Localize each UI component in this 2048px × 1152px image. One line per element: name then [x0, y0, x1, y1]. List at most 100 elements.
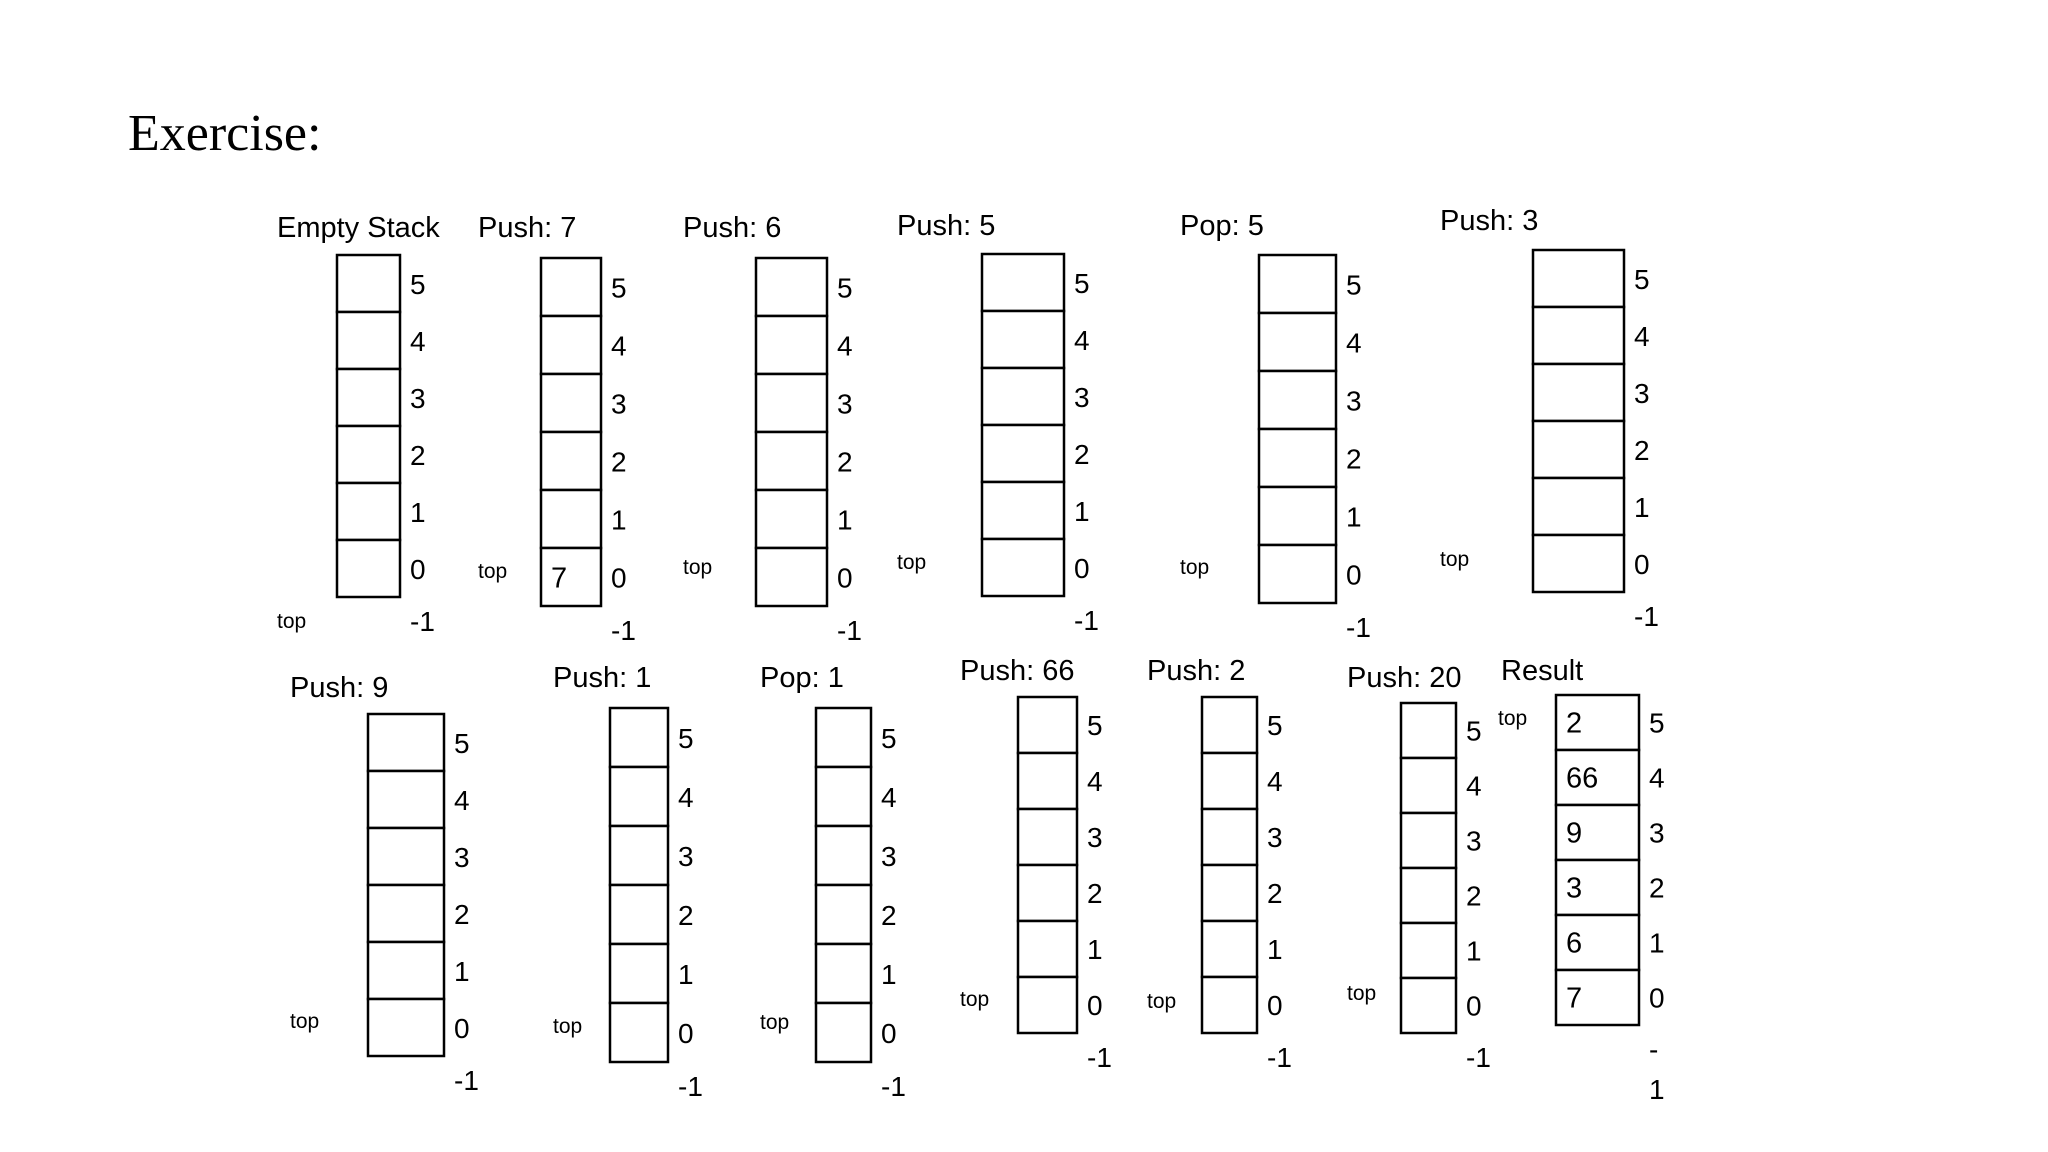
index-label: 4 — [454, 785, 470, 816]
cell-value: 9 — [1566, 817, 1582, 849]
stack-cell — [335, 367, 402, 428]
under-index-label: -1 — [410, 606, 435, 637]
stack-cell — [1531, 362, 1626, 423]
stack-cell — [539, 314, 603, 376]
index-label: 0 — [1634, 549, 1650, 580]
under-index-label: - — [1649, 1034, 1658, 1065]
stack-cell — [1531, 305, 1626, 366]
index-label: 1 — [1074, 496, 1090, 527]
stack-cell — [1554, 968, 1641, 1027]
index-label: 0 — [1466, 990, 1482, 1021]
index-label: 1 — [881, 959, 897, 990]
stack-cell — [980, 423, 1066, 484]
stack-cell — [754, 488, 829, 550]
index-label: 1 — [454, 956, 470, 987]
index-label: 5 — [410, 269, 426, 300]
stack-cell — [366, 997, 446, 1058]
slide-title: Exercise: — [128, 105, 322, 162]
index-label: 5 — [1466, 715, 1482, 746]
stack-cell — [335, 253, 402, 314]
stack-cell — [366, 883, 446, 944]
index-label: 5 — [1346, 269, 1362, 300]
index-label: 2 — [1074, 439, 1090, 470]
stack-cell — [1257, 485, 1338, 547]
index-label: 0 — [881, 1018, 897, 1049]
stack-cell — [1399, 866, 1458, 925]
index-label: 4 — [678, 782, 694, 813]
stack-cell — [1257, 253, 1338, 315]
index-label: 0 — [678, 1018, 694, 1049]
index-label: 2 — [454, 899, 470, 930]
index-label: 0 — [1267, 990, 1283, 1021]
top-marker: top — [1180, 556, 1209, 579]
index-label: 3 — [1267, 822, 1283, 853]
top-marker: top — [277, 610, 306, 633]
stack-title: Push: 3 — [1440, 205, 1538, 237]
index-label: 1 — [1087, 934, 1103, 965]
stack-cell — [608, 706, 670, 769]
index-label: 4 — [410, 326, 426, 357]
top-marker: top — [1440, 548, 1469, 571]
index-label: 4 — [1346, 327, 1362, 358]
under-index-label: -1 — [1346, 612, 1371, 643]
index-label: 1 — [1267, 934, 1283, 965]
index-label: 1 — [837, 504, 853, 535]
index-label: 3 — [1346, 385, 1362, 416]
under-index-label: -1 — [1074, 605, 1099, 636]
stack-cell — [1531, 248, 1626, 309]
stack-cell — [980, 309, 1066, 370]
stack-cell — [1399, 976, 1458, 1035]
index-label: 5 — [678, 723, 694, 754]
stack-cell — [1200, 695, 1259, 755]
stack-title: Pop: 5 — [1180, 210, 1264, 242]
stack-title: Push: 66 — [960, 655, 1074, 687]
index-label: 1 — [611, 504, 627, 535]
index-label: 4 — [1466, 770, 1482, 801]
index-label: 2 — [1346, 443, 1362, 474]
cell-value: 2 — [1566, 707, 1582, 739]
stack-title: Push: 20 — [1347, 662, 1461, 694]
index-label: 5 — [1649, 707, 1665, 738]
stack-cell — [1554, 803, 1641, 862]
stack-cell — [1016, 695, 1079, 755]
index-label: 1 — [1649, 927, 1665, 958]
under-index-label: -1 — [1087, 1042, 1112, 1073]
index-label: 0 — [837, 562, 853, 593]
stack-title: Push: 2 — [1147, 655, 1245, 687]
index-label: 2 — [678, 900, 694, 931]
stack-cell — [1200, 919, 1259, 979]
index-label: 0 — [1087, 990, 1103, 1021]
stack-cell — [335, 310, 402, 371]
stack-cell — [366, 940, 446, 1001]
stack-cell — [814, 824, 873, 887]
index-label: 2 — [1087, 878, 1103, 909]
top-marker: top — [760, 1011, 789, 1034]
stack-title: Empty Stack — [277, 212, 440, 244]
stack-title: Push: 9 — [290, 672, 388, 704]
index-label: 3 — [837, 388, 853, 419]
under-index-label: 1 — [1649, 1074, 1665, 1105]
top-marker: top — [960, 988, 989, 1011]
index-label: 4 — [1634, 321, 1650, 352]
stack-cell — [1016, 863, 1079, 923]
index-label: 5 — [881, 723, 897, 754]
top-marker: top — [897, 551, 926, 574]
index-label: 0 — [410, 554, 426, 585]
index-label: 3 — [881, 841, 897, 872]
index-label: 1 — [1634, 492, 1650, 523]
index-label: 0 — [1346, 559, 1362, 590]
top-marker: top — [1498, 707, 1527, 730]
stack-title: Push: 6 — [683, 212, 781, 244]
stack-cell — [1257, 311, 1338, 373]
under-index-label: -1 — [1634, 601, 1659, 632]
stack-cell — [1531, 419, 1626, 480]
index-label: 2 — [1267, 878, 1283, 909]
